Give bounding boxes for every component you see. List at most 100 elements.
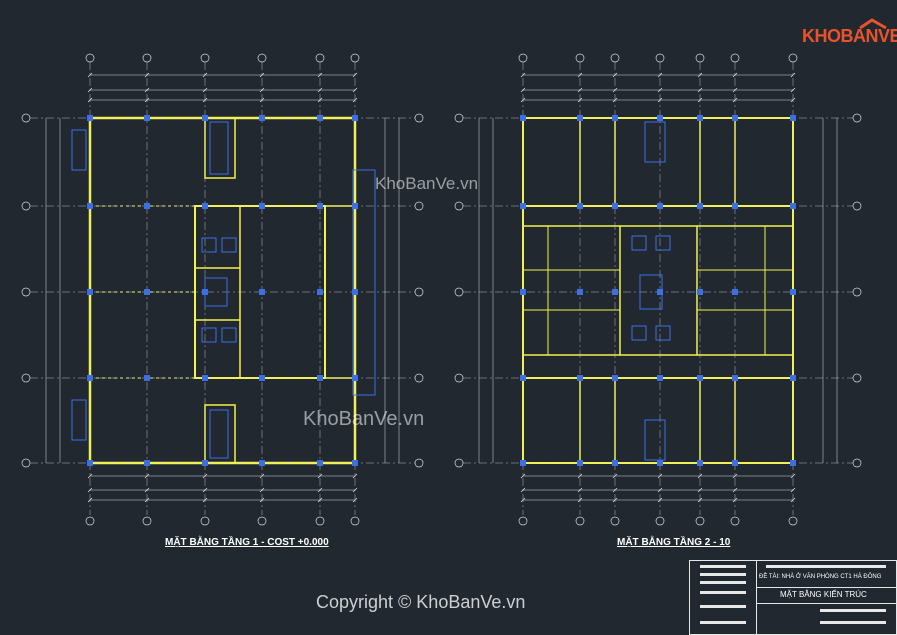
column xyxy=(352,460,358,466)
column xyxy=(577,289,583,295)
column xyxy=(697,375,703,381)
axis-bubble xyxy=(414,113,424,123)
right-plan-title: MẶT BẰNG TẦNG 2 - 10 xyxy=(617,537,731,548)
axis-bubble xyxy=(454,113,464,123)
axis-bubble xyxy=(610,516,620,526)
column xyxy=(612,203,618,209)
axis-bubble xyxy=(414,373,424,383)
column xyxy=(259,460,265,466)
column xyxy=(612,115,618,121)
column xyxy=(612,460,618,466)
axis-bubble xyxy=(454,287,464,297)
axis-bubble xyxy=(454,373,464,383)
column xyxy=(657,203,663,209)
column xyxy=(790,460,796,466)
axis-bubble xyxy=(350,516,360,526)
axis-bubble xyxy=(414,201,424,211)
column xyxy=(520,460,526,466)
column xyxy=(202,460,208,466)
column xyxy=(577,115,583,121)
dimension-lines xyxy=(45,72,838,503)
column xyxy=(352,115,358,121)
columns xyxy=(87,115,796,466)
axis-bubble xyxy=(21,458,31,468)
axis-bubble xyxy=(852,201,862,211)
grid-axes xyxy=(21,53,862,526)
column xyxy=(87,460,93,466)
axis-bubble xyxy=(788,516,798,526)
column xyxy=(202,375,208,381)
axis-bubble xyxy=(852,373,862,383)
axis-bubble xyxy=(200,53,210,63)
column xyxy=(317,115,323,121)
column xyxy=(577,460,583,466)
logo-text: KHOBANVE xyxy=(802,26,897,46)
axis-bubble xyxy=(852,287,862,297)
column xyxy=(732,289,738,295)
axis-bubble xyxy=(21,113,31,123)
axis-bubble xyxy=(21,287,31,297)
axis-bubble xyxy=(655,516,665,526)
khobanve-logo xyxy=(800,18,890,52)
column xyxy=(520,115,526,121)
axis-bubble xyxy=(730,516,740,526)
column xyxy=(317,289,323,295)
column xyxy=(790,115,796,121)
copyright-text: Copyright © KhoBanVe.vn xyxy=(316,592,526,612)
column xyxy=(732,115,738,121)
column xyxy=(520,375,526,381)
axis-bubble xyxy=(695,516,705,526)
axis-bubble xyxy=(315,516,325,526)
column xyxy=(317,375,323,381)
column xyxy=(697,289,703,295)
column xyxy=(144,460,150,466)
column xyxy=(202,203,208,209)
left-plan-title: MẶT BẰNG TẦNG 1 - COST +0.000 xyxy=(165,537,329,548)
column xyxy=(612,289,618,295)
axis-bubble xyxy=(257,53,267,63)
column xyxy=(520,203,526,209)
column xyxy=(612,375,618,381)
stairs-elevators xyxy=(71,121,671,461)
column xyxy=(202,115,208,121)
column xyxy=(144,289,150,295)
column xyxy=(577,375,583,381)
axis-bubble xyxy=(788,53,798,63)
axis-bubble xyxy=(200,516,210,526)
column xyxy=(259,289,265,295)
axis-bubble xyxy=(142,516,152,526)
column xyxy=(520,289,526,295)
column xyxy=(352,289,358,295)
column xyxy=(317,203,323,209)
axis-bubble xyxy=(454,201,464,211)
axis-bubble xyxy=(610,53,620,63)
column xyxy=(697,115,703,121)
column xyxy=(697,203,703,209)
column xyxy=(790,375,796,381)
column xyxy=(259,115,265,121)
axis-bubble xyxy=(85,53,95,63)
column xyxy=(144,375,150,381)
column xyxy=(87,203,93,209)
column xyxy=(259,203,265,209)
column xyxy=(144,115,150,121)
title-block: ĐỀ TÀI: NHÀ Ở VĂN PHÒNG CT1 HÀ ĐÔNG MẶT … xyxy=(689,560,897,635)
axis-bubble xyxy=(85,516,95,526)
column xyxy=(352,375,358,381)
axis-bubble xyxy=(575,53,585,63)
watermark: KhoBanVe.vn xyxy=(375,174,479,193)
axis-bubble xyxy=(695,53,705,63)
axis-bubble xyxy=(142,53,152,63)
column xyxy=(87,375,93,381)
column xyxy=(657,375,663,381)
column xyxy=(577,203,583,209)
column xyxy=(87,289,93,295)
drawing-name: MẶT BẰNG KIẾN TRÚC xyxy=(780,590,867,599)
axis-bubble xyxy=(21,201,31,211)
axis-bubble xyxy=(730,53,740,63)
axis-bubble xyxy=(21,373,31,383)
axis-bubble xyxy=(414,287,424,297)
axis-bubble xyxy=(350,53,360,63)
column xyxy=(790,203,796,209)
